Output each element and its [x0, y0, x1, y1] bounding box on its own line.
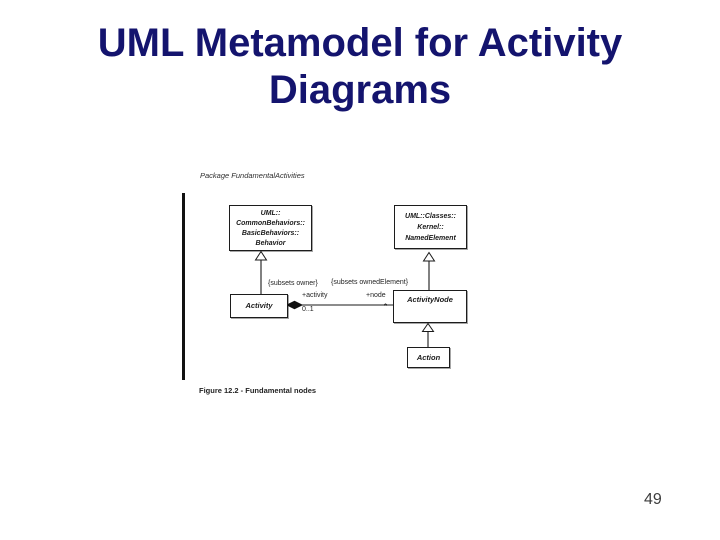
package-label: Package FundamentalActivities — [200, 171, 305, 180]
connector-overlay — [254, 250, 436, 348]
class-name-line: Kernel:: — [417, 224, 444, 231]
association-role-node: +node — [366, 292, 386, 299]
association-role-activity: +activity — [302, 292, 328, 299]
class-box-activity-node: ActivityNode — [393, 290, 467, 323]
class-name-line: BasicBehaviors:: — [241, 230, 300, 237]
class-name-line: UML::Classes:: — [405, 213, 456, 220]
class-name-line: CommonBehaviors:: — [236, 220, 305, 227]
class-name-line: UML:: — [260, 210, 281, 217]
class-box-named-element: UML::Classes:: Kernel:: NamedElement — [394, 205, 467, 249]
figure-left-bar — [182, 193, 185, 380]
slide-title-line-2: Diagrams — [268, 68, 452, 112]
page-number: 49 — [644, 491, 662, 508]
association-multiplicity-node: * — [384, 302, 388, 311]
class-box-activity: Activity — [230, 294, 288, 318]
class-box-action: Action — [407, 347, 450, 368]
generalization-arrowhead-icon — [421, 322, 435, 332]
slide-title: UML Metamodel for Activity Diagrams — [0, 20, 720, 114]
generalization-arrowhead-icon — [254, 250, 268, 261]
uml-metamodel-figure: Package FundamentalActivities UML:: Comm… — [180, 165, 480, 405]
class-name-line: NamedElement — [405, 235, 456, 242]
association-multiplicity-activity: 0..1 — [302, 306, 314, 313]
class-box-behavior: UML:: CommonBehaviors:: BasicBehaviors::… — [229, 205, 312, 251]
class-name-line: Behavior — [255, 240, 286, 247]
association-constraint-owned-element: {subsets ownedElement} — [331, 279, 409, 286]
association-constraint-owner: {subsets owner} — [268, 280, 318, 287]
figure-caption: Figure 12.2 - Fundamental nodes — [199, 386, 317, 395]
composition-diamond-icon — [285, 300, 304, 310]
generalization-arrowhead-icon — [422, 251, 436, 262]
slide-title-line-1: UML Metamodel for Activity — [97, 21, 623, 65]
